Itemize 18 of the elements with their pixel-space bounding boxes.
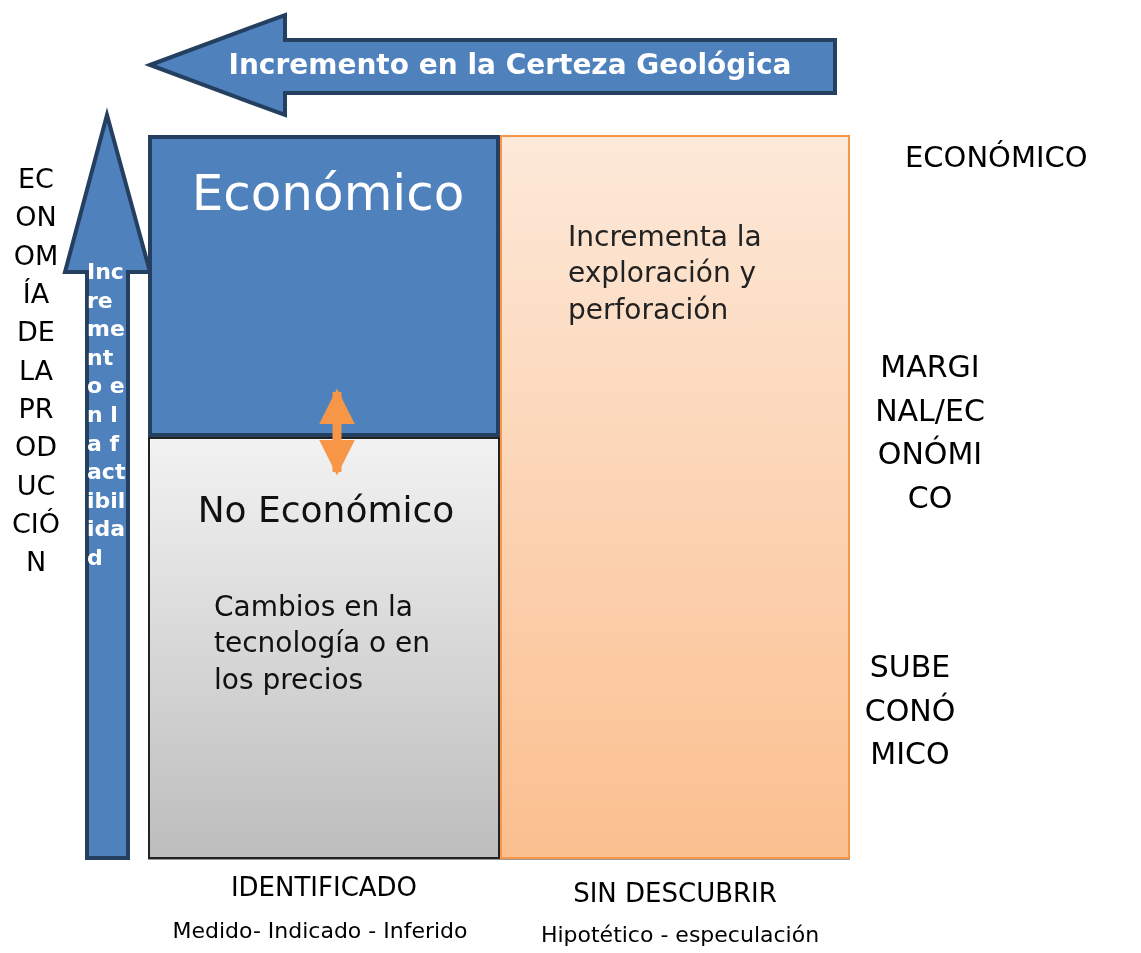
double-arrow xyxy=(319,388,355,476)
undiscovered-box xyxy=(500,135,850,859)
box-heading: Económico xyxy=(190,163,466,224)
note-text: Cambios en la tecnología o en los precios xyxy=(214,589,431,698)
column-label: IDENTIFICADO xyxy=(229,872,419,904)
row-label: MARGINAL/ECONÓMICO xyxy=(875,348,985,517)
column-label: SIN DESCUBRIR xyxy=(572,878,778,910)
arrow-label: Incremento en la Certeza Geológica xyxy=(227,48,793,82)
row-label: SUBECONÓMICO xyxy=(863,648,957,773)
row-label: ECONÓMICO xyxy=(905,140,1089,175)
arrow-label: Incremento en la factibilidad xyxy=(87,258,127,572)
note-text: Incrementa la exploración y perforación xyxy=(568,219,763,328)
box-heading: No Económico xyxy=(196,488,456,532)
column-label: Hipotético - especulación xyxy=(539,922,821,949)
non-economic-box xyxy=(148,437,500,859)
column-label: Medido- Indicado - Inferido xyxy=(171,918,469,945)
economic-box xyxy=(148,135,500,437)
axis-label: ECONOMÍA DE LA PRODUCCIÓN xyxy=(10,162,62,580)
